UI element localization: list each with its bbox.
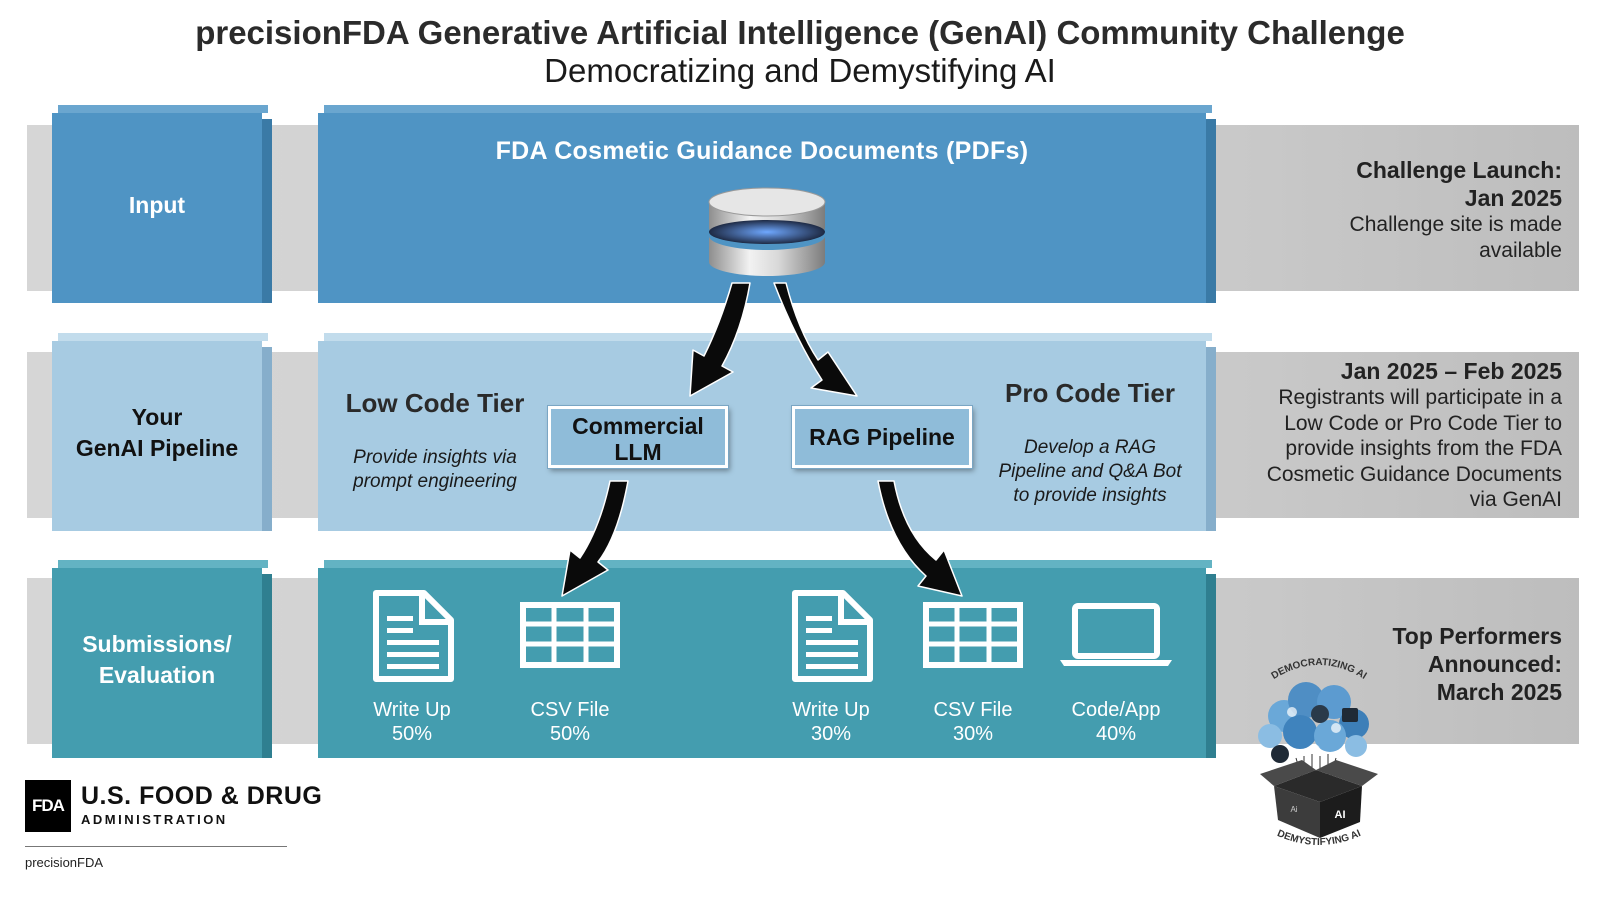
submission-item: CSV File 50% [500,698,640,746]
submission-name: CSV File [933,699,1013,721]
submissions-label-block: Submissions/ Evaluation [52,560,272,758]
pipeline-timeline-head: Jan 2025 – Feb 2025 [1340,358,1562,384]
submissions-timeline: Top Performers Announced: March 2025 [1392,622,1562,706]
low-code-desc-line1: Provide insights via [353,447,517,468]
arrow-db-to-llm [689,282,751,397]
cloud-icon [1258,682,1369,763]
commercial-llm-line2: LLM [614,439,662,465]
submission-weight: 30% [952,723,994,745]
submissions-timeline-line1: Top Performers [1392,623,1562,649]
arrow-rag-to-csv [877,480,963,597]
table-icon [520,602,620,668]
submission-item: Write Up 50% [342,698,482,746]
pipeline-timeline-body-1: Registrants will participate in a [1278,386,1562,409]
commercial-llm-box: Commercial LLM [548,406,728,468]
submission-weight: 50% [391,723,433,745]
pipeline-label-block: Your GenAI Pipeline [52,333,272,531]
arrow-llm-to-csv [561,480,629,597]
submissions-content-block [318,560,1216,758]
pipeline-timeline-body-2: Low Code or Pro Code Tier to [1284,411,1562,435]
pipeline-label-line1: Your [131,404,183,430]
submission-weight: 40% [1095,723,1137,745]
input-timeline-head-2: Jan 2025 [1464,185,1562,211]
pro-code-tier-desc: Develop a RAG Pipeline and Q&A Bot to pr… [980,436,1200,508]
submission-name: Code/App [1071,699,1161,721]
footer-divider [25,846,287,847]
badge-top-text: DEMOCRATIZING AI [1270,657,1369,682]
submission-name: CSV File [530,699,610,721]
pipeline-timeline-body-3: provide insights from the FDA [1285,437,1562,460]
submission-name: Write Up [792,699,870,721]
input-content-title: FDA Cosmetic Guidance Documents (PDFs) [495,137,1029,165]
fda-name: U.S. FOOD & DRUG [81,782,323,810]
pro-code-desc-line2: Pipeline and Q&A Bot [998,461,1182,482]
submission-name: Write Up [373,699,451,721]
pro-code-desc-line1: Develop a RAG [1023,437,1156,458]
table-icon [923,602,1023,668]
input-label-block: Input [52,105,272,303]
footer-product-name: precisionFDA [25,855,104,870]
low-code-tier-title: Low Code Tier [345,388,525,418]
rag-pipeline-label: RAG Pipeline [809,424,955,450]
pipeline-timeline-body-5: via GenAI [1469,488,1562,511]
low-code-desc-line2: prompt engineering [353,471,517,492]
submission-item: Code/App 40% [1046,698,1186,746]
page-subtitle: Democratizing and Demystifying AI [544,52,1056,89]
submissions-timeline-line3: March 2025 [1436,679,1562,705]
commercial-llm-line1: Commercial [572,413,704,439]
submissions-label-line1: Submissions/ [82,631,232,657]
document-icon [373,590,454,682]
input-label: Input [128,192,186,218]
fda-administration: ADMINISTRATION [81,812,228,827]
box-icon: AI Ai [1260,760,1378,838]
pipeline-timeline-body-4: Cosmetic Guidance Documents [1266,462,1562,486]
submissions-label-line2: Evaluation [98,662,216,688]
pro-code-desc-line3: to provide insights [1013,485,1167,506]
ai-badge: DEMOCRATIZING AI AI Ai DEMYSTIFYING AI [1258,657,1378,848]
low-code-tier-desc: Provide insights via prompt engineering [330,446,540,494]
rag-pipeline-box: RAG Pipeline [792,406,972,468]
input-timeline: Challenge Launch: Jan 2025 Challenge sit… [1350,156,1562,264]
fda-logo: FDA [25,780,71,832]
pro-code-tier-title: Pro Code Tier [1004,378,1175,408]
pipeline-label-line2: GenAI Pipeline [75,435,239,461]
pipeline-content-block [318,333,1216,531]
submission-item: Write Up 30% [761,698,901,746]
laptop-icon [1060,603,1172,666]
input-timeline-body-1: Challenge site is made [1349,213,1562,236]
svg-text:DEMOCRATIZING AI: DEMOCRATIZING AI [1270,657,1369,682]
database-icon [708,187,826,276]
submission-item: CSV File 30% [903,698,1043,746]
input-timeline-head-1: Challenge Launch: [1356,157,1562,183]
input-timeline-body-2: available [1479,239,1562,262]
submission-weight: 30% [810,723,852,745]
badge-box-text-small: Ai [1290,805,1297,814]
arrow-db-to-rag [773,282,858,397]
pipeline-timeline: Jan 2025 – Feb 2025 Registrants will par… [1267,357,1562,513]
page-title: precisionFDA Generative Artificial Intel… [195,14,1405,51]
submissions-timeline-line2: Announced: [1427,651,1562,677]
submission-weight: 50% [549,723,591,745]
document-icon [792,590,873,682]
badge-box-text: AI [1335,809,1346,821]
